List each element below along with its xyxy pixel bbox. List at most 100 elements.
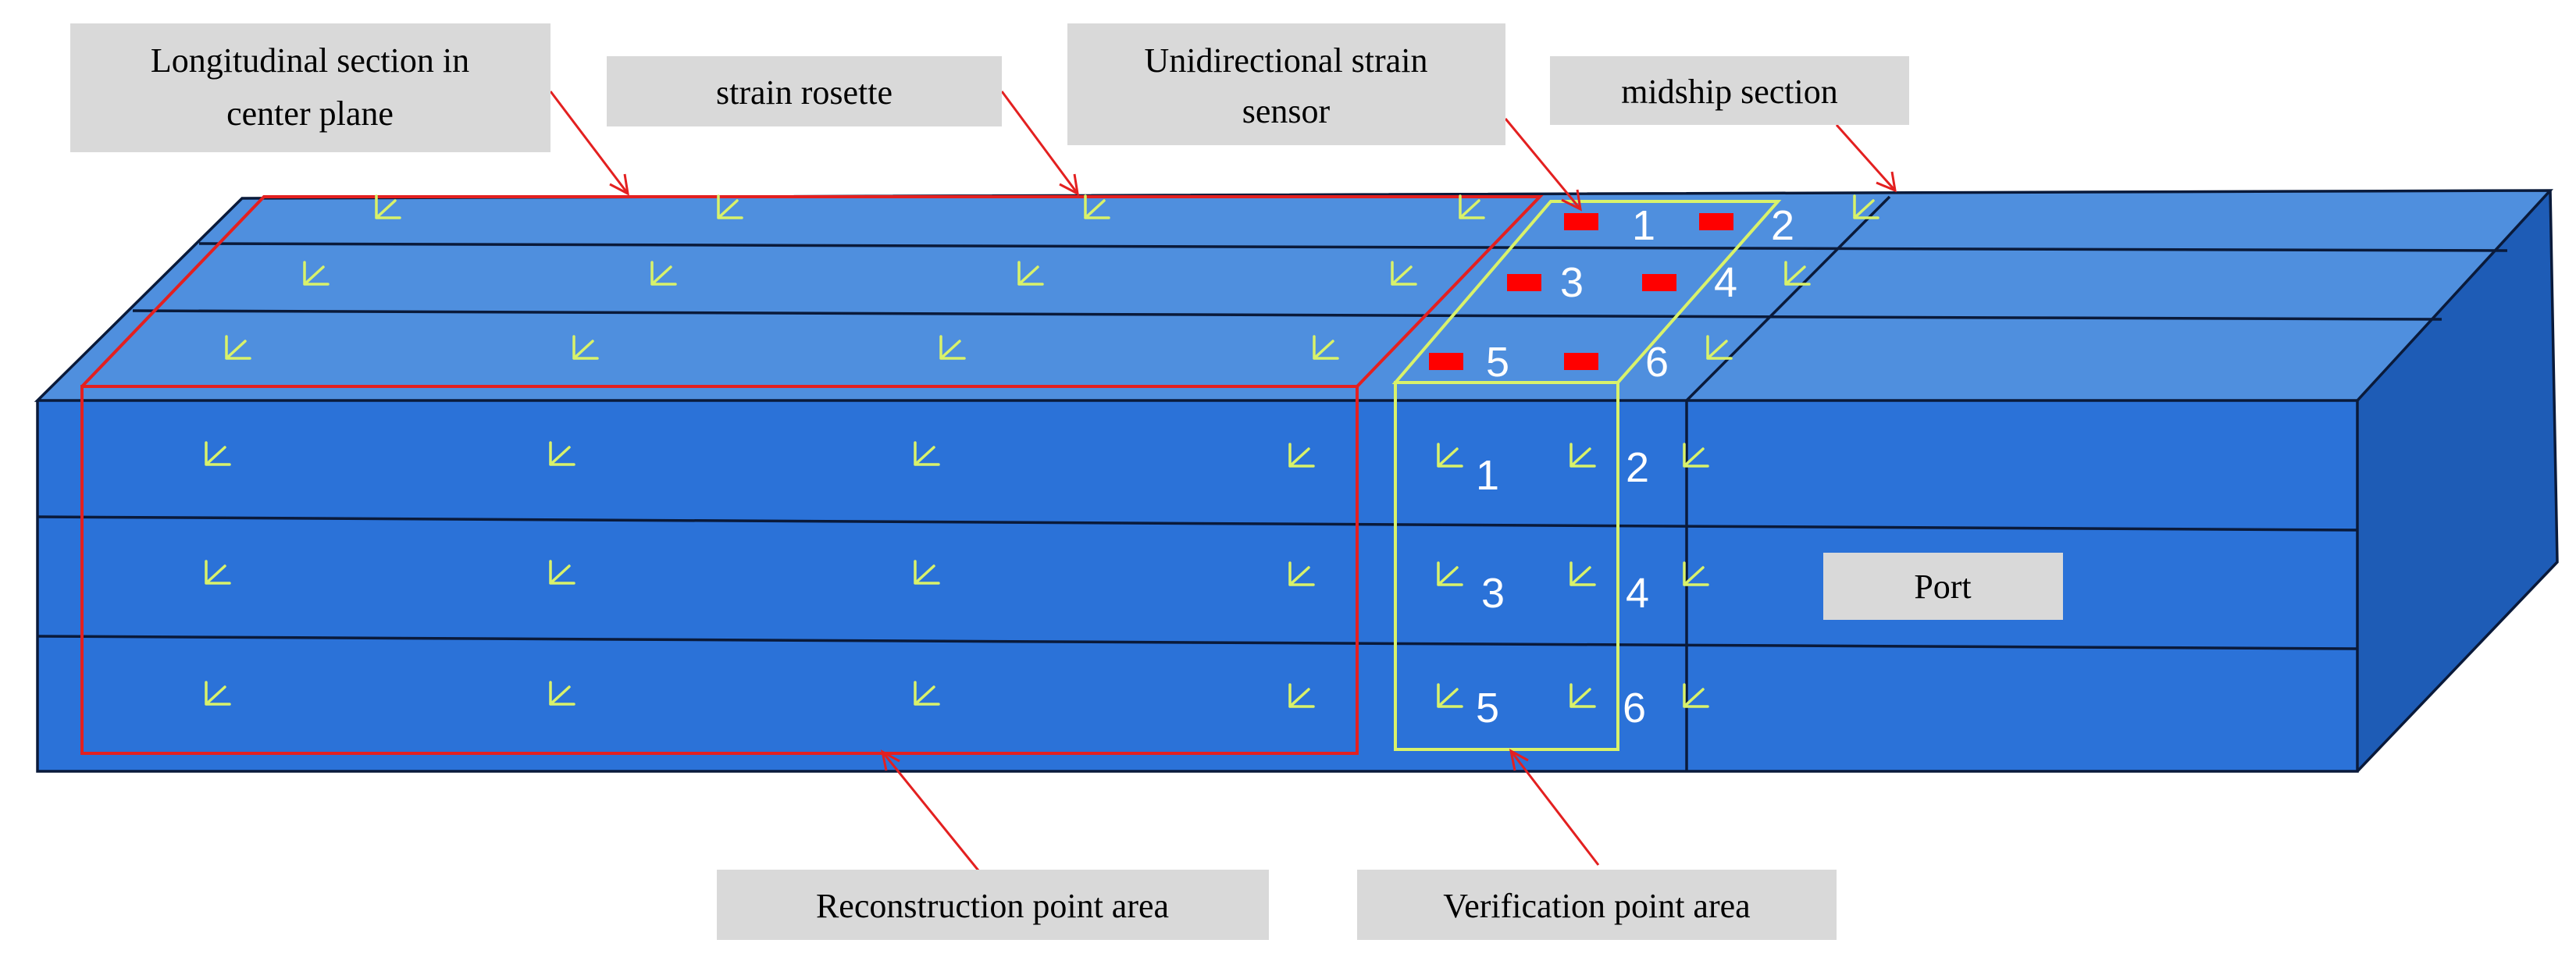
unidirectional-sensor-icon [1642,274,1676,291]
strain-rosette-icon [1017,261,1044,286]
reconstruction-area-label: Reconstruction point area [816,887,1169,925]
strain-rosette-icon [205,560,231,585]
reconstruction-side-outline [80,385,1359,755]
unidirectional-sensor-icon [1429,353,1463,370]
side-seam [37,515,2358,532]
label-box [1357,870,1837,940]
strain-rosette-label: strain rosette [716,73,893,112]
side-verification-numbers: 1 2 3 4 5 6 [1476,444,1649,731]
port-label: Port [1914,568,1971,606]
side-verification-number: 2 [1626,444,1649,491]
longitudinal-section-arrow [549,91,629,194]
reconstruction-area [80,195,1544,755]
strain-rosette-icon [549,560,575,585]
strain-rosette-icon [1288,683,1315,708]
deck-sensor-number: 2 [1771,202,1794,249]
strain-rosette-icon [1569,443,1596,468]
arrowhead [880,749,900,771]
strain-rosette-icon [1288,561,1315,586]
strain-rosette-icon [1437,443,1463,468]
arrowhead [1561,189,1582,212]
label-unidirectional-sensor: Unidirectional strain sensor [1067,23,1505,145]
strain-rosette-icon [1459,194,1485,219]
strain-rosette-icon [1683,683,1709,708]
side-verification-number: 5 [1476,685,1499,731]
side-verification-number: 4 [1626,570,1649,617]
label-verification-area: Verification point area [1357,870,1837,940]
strain-rosette-icon [1391,261,1417,286]
strain-rosette-icon [1313,335,1339,360]
arrowhead [1059,173,1079,196]
side-outline [36,400,2359,773]
end-face [2357,190,2557,771]
label-reconstruction-area: Reconstruction point area [717,870,1269,940]
deck-sensor-number: 5 [1486,339,1509,386]
deck-sensor-number: 3 [1560,259,1584,306]
strain-rosette-icon [717,194,743,219]
strain-rosette-icon [914,441,940,466]
unidirectional-label-line1: Unidirectional strain [1145,41,1428,80]
strain-rosette-icon [914,681,940,706]
unidirectional-label-line2: sensor [1242,92,1331,130]
label-box [717,870,1269,940]
strain-rosette-icon [1437,683,1463,708]
callout-arrows [549,91,1897,871]
deck-surface [37,190,2550,400]
arrowhead [609,173,629,196]
deck-seam [132,309,2442,321]
deck-seam [198,242,2508,252]
deck-sensor-number: 4 [1714,259,1737,306]
midship-deck-line [1685,195,1891,402]
strain-rosette-icon [1853,194,1879,219]
strain-rosette-icon [1683,561,1709,586]
label-strain-rosette: strain rosette [607,56,1002,126]
strain-rosette-icon [205,441,231,466]
label-longitudinal-section: Longitudinal section in center plane [70,23,550,152]
strain-rosette-icon [375,194,401,219]
strain-rosette-icon [572,335,599,360]
label-box [70,23,550,152]
end-outline [2356,190,2559,773]
strain-rosette-icon [914,560,940,585]
longitudinal-section-label-line1: Longitudinal section in [151,41,469,80]
strain-rosette-icon [1084,194,1110,219]
side-surface [37,400,2357,771]
side-verification-number: 3 [1481,570,1505,617]
deck-sensor-number: 6 [1645,339,1669,386]
side-verification-number: 6 [1623,685,1646,731]
label-box [607,56,1002,126]
hull-model [34,189,2559,773]
unidirectional-sensor-icon [1699,213,1733,230]
deck-sensor-number: 1 [1632,202,1655,249]
unidirectional-sensor-icon [1564,353,1598,370]
label-midship-section: midship section [1550,56,1909,125]
sensor-arrow [1504,118,1582,210]
strain-rosette-arrow [1000,91,1079,194]
verification-area-label: Verification point area [1443,887,1750,925]
verification-side-outline [1394,381,1619,751]
strain-rosette-icon [303,261,330,286]
midship-section-label: midship section [1621,73,1837,111]
strain-rosette-icon [650,261,677,286]
arrowhead [1509,749,1529,771]
strain-rosette-icon [939,335,966,360]
reconstruction-area-arrow [881,751,980,871]
strain-rosette-icon [1569,561,1596,586]
midship-section-arrow [1835,124,1897,191]
verification-area [1391,200,1782,751]
strain-rosette-icon [549,441,575,466]
verification-area-arrow [1509,750,1600,866]
strain-rosette-icon [225,335,251,360]
strain-rosette-icon [1683,443,1709,468]
unidirectional-sensor-icon [1564,213,1598,230]
label-port: Port [1823,553,2063,620]
label-box [1550,56,1909,125]
arrowhead [1876,171,1897,193]
side-verification-number: 1 [1476,452,1499,499]
strain-rosette-icon [1437,561,1463,586]
strain-rosette-icon [1569,683,1596,708]
strain-rosette-icon [549,681,575,706]
strain-rosette-icon [205,681,231,706]
unidirectional-sensor-icon [1507,274,1541,291]
